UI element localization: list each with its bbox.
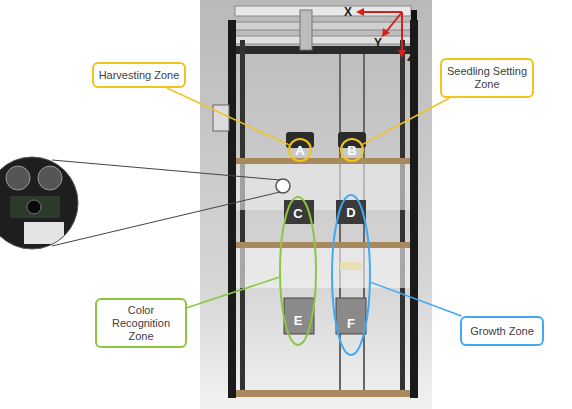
zone-letter: F <box>331 316 371 331</box>
camera-marker <box>276 179 290 193</box>
shelf <box>236 158 410 164</box>
zone-letter: A <box>295 143 304 158</box>
camera-inset <box>0 150 90 260</box>
shelf <box>236 242 410 248</box>
glass-panel <box>236 164 410 210</box>
render-background <box>200 0 432 409</box>
zone-name: Color Recognition Zone <box>101 304 181 343</box>
leader-connector <box>363 98 450 144</box>
frame-post <box>410 20 418 398</box>
zone-ellipse: CE <box>279 196 317 346</box>
connector-line <box>363 98 450 144</box>
inset-border <box>0 157 78 249</box>
zone-name: Harvesting Zone <box>99 69 180 82</box>
zone-letter: B <box>347 143 356 158</box>
zone-callout: Color Recognition Zone <box>95 298 187 348</box>
zone-name: Seedling Setting Zone <box>446 65 528 91</box>
axis-label: X <box>344 5 352 19</box>
axis-label: Y <box>374 36 382 50</box>
connector-line <box>167 88 289 145</box>
frame-post <box>240 40 245 396</box>
leader-line <box>52 160 280 180</box>
zone-callout: Growth Zone <box>460 316 544 346</box>
zone-name: Growth Zone <box>470 325 534 338</box>
leader-connector <box>187 277 279 307</box>
leader-connector <box>167 88 289 145</box>
zone-letter: C <box>279 206 317 221</box>
pot <box>340 262 362 270</box>
connector-line <box>187 277 279 307</box>
axis-label: Z <box>407 50 414 64</box>
glass-panel <box>236 248 410 288</box>
leader-connector <box>371 282 462 316</box>
control-box <box>213 105 229 131</box>
connector-line <box>371 282 462 316</box>
shelf <box>236 390 410 397</box>
axis-arrows <box>356 8 406 58</box>
zone-marker: B <box>340 138 364 162</box>
zone-marker: A <box>288 138 312 162</box>
leader-line <box>52 192 280 246</box>
zone-letter: E <box>279 313 317 328</box>
zone-callout: Harvesting Zone <box>92 62 186 88</box>
zone-callout: Seedling Setting Zone <box>440 58 534 98</box>
frame-post <box>400 40 405 396</box>
gantry <box>230 6 417 54</box>
frame-post <box>228 20 236 398</box>
zone-letter: D <box>331 205 371 220</box>
zone-ellipse: DF <box>331 194 371 356</box>
